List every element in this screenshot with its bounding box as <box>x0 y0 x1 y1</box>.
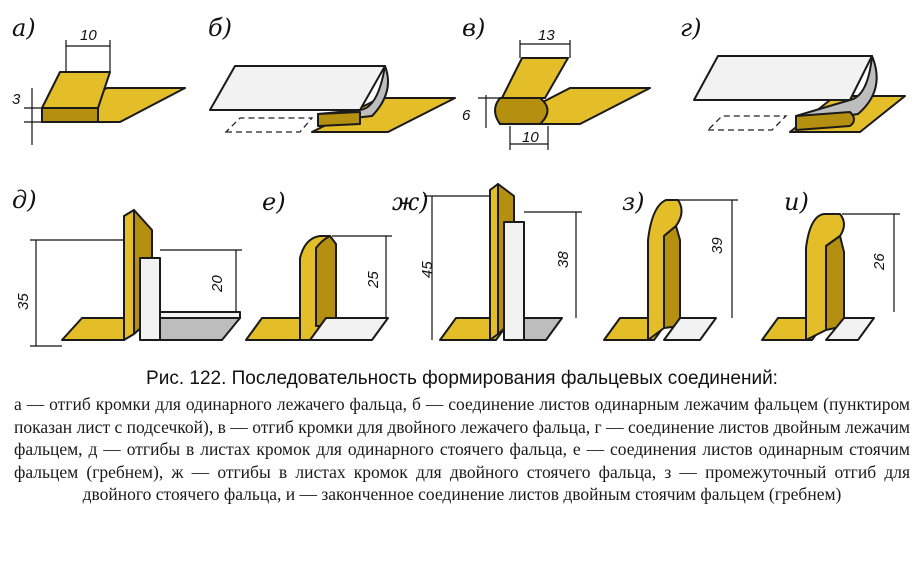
panel-v-letter: в) <box>462 14 485 42</box>
panel-v-dim-2: 6 <box>462 107 471 124</box>
panel-z: з) 39 <box>603 188 738 341</box>
panel-zh-letter: ж) <box>392 188 429 216</box>
panel-a-dim-2: 3 <box>12 91 21 108</box>
panel-i-letter: и) <box>784 188 809 216</box>
panel-v: в) 13 6 10 <box>462 14 651 150</box>
caption-title: Рис. 122. Последовательность формировани… <box>146 368 778 389</box>
panel-i-dim-1: 26 <box>871 253 888 271</box>
panel-zh-dim-2: 38 <box>555 251 572 268</box>
panel-a-letter: а) <box>12 14 36 42</box>
panel-b-letter: б) <box>208 14 232 42</box>
figure-illustrations: а) 10 3 б) в) 13 6 10 <box>12 14 906 347</box>
panel-zh-dim-1: 45 <box>419 261 436 278</box>
panel-d: д) 35 20 <box>12 186 242 347</box>
panel-g-letter: г) <box>680 14 702 42</box>
panel-e: е) 25 <box>245 188 392 341</box>
panel-z-letter: з) <box>622 188 644 216</box>
panel-z-dim-1: 39 <box>709 237 726 254</box>
panel-e-letter: е) <box>262 188 286 216</box>
panel-b: б) <box>208 14 456 133</box>
caption-body: а — отгиб кромки для одинарного лежачего… <box>14 394 910 505</box>
panel-g: г) <box>680 14 906 133</box>
panel-i: и) 26 <box>761 188 900 341</box>
panel-a-dim-1: 10 <box>80 27 97 44</box>
panel-e-dim-1: 25 <box>365 271 382 289</box>
panel-d-dim-2: 20 <box>209 275 226 293</box>
panel-v-dim-1: 13 <box>538 27 555 44</box>
panel-zh: ж) 45 38 <box>392 183 582 341</box>
panel-a: а) 10 3 <box>12 14 186 145</box>
panel-d-letter: д) <box>12 186 37 214</box>
figure-caption: Рис. 122. Последовательность формировани… <box>14 367 910 506</box>
panel-v-dim-3: 10 <box>522 129 539 146</box>
panel-d-dim-1: 35 <box>15 293 32 310</box>
